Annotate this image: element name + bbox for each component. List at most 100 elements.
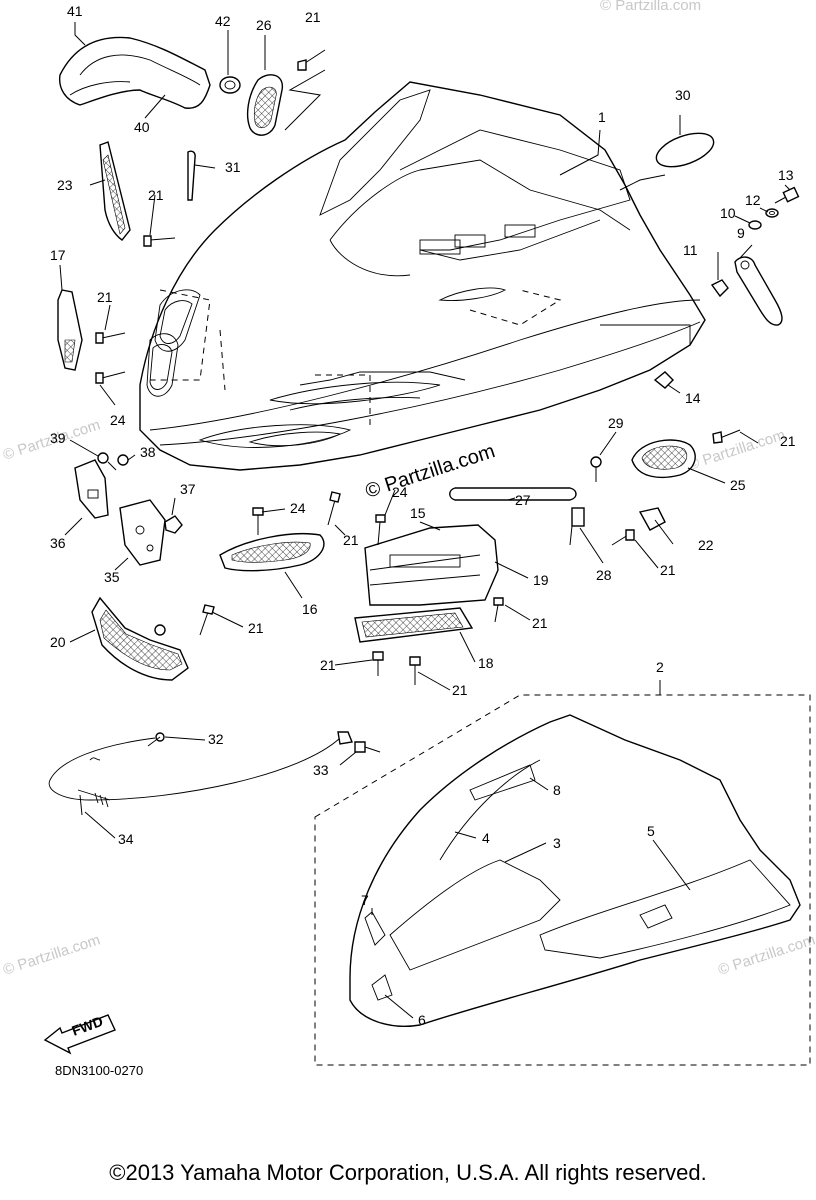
part-29-screw	[590, 456, 602, 482]
part-35-bracket	[119, 499, 166, 566]
rivet-21-h	[712, 429, 741, 444]
callout-21-j: 21	[780, 433, 796, 449]
callout-21-a: 21	[305, 9, 321, 25]
callout-16: 16	[302, 601, 318, 617]
rivet-24-c	[375, 514, 386, 546]
callout-11: 11	[683, 242, 698, 258]
part-12-washer	[765, 208, 779, 218]
part-36-bracket	[74, 459, 109, 519]
callout-13: 13	[778, 167, 794, 183]
callout-19: 19	[533, 572, 549, 588]
callout-4: 4	[482, 830, 490, 846]
callout-14: 14	[685, 390, 701, 406]
rivet-21-b	[95, 332, 126, 344]
callout-9: 9	[737, 225, 745, 241]
callout-18: 18	[478, 655, 494, 671]
callout-21-h: 21	[452, 682, 468, 698]
part-16-grille	[219, 533, 325, 572]
rivet-21-i	[611, 529, 635, 546]
rivet-21-f	[372, 651, 384, 676]
callout-24-c: 24	[392, 484, 408, 500]
part-10-washer	[748, 220, 762, 230]
exploded-parts-diagram: © Partzilla.com © Partzilla.com © Partzi…	[1, 0, 816, 1078]
part-14-nut	[653, 371, 674, 389]
part-31-rod	[187, 150, 196, 201]
callout-25: 25	[730, 477, 746, 493]
part-15-19-duct-box	[364, 524, 499, 606]
part-39-screw	[97, 452, 117, 471]
part-2-outline-box	[314, 694, 811, 1066]
part-38-washer	[117, 454, 129, 466]
part-23-mesh-cover	[99, 141, 131, 241]
callout-21-e: 21	[248, 620, 264, 636]
callout-23: 23	[57, 177, 73, 193]
part-37-nut	[164, 515, 183, 534]
part-26-mesh-cover	[246, 74, 284, 136]
part-27-strip	[449, 487, 577, 501]
callout-6: 6	[418, 1012, 426, 1028]
part-42-grommet	[219, 76, 241, 94]
rivet-24-b	[252, 507, 264, 535]
watermark-right-lower: © Partzilla.com	[716, 931, 816, 978]
callout-21-d: 21	[343, 532, 359, 548]
callout-1: 1	[598, 109, 606, 125]
diagram-code: 8DN3100-0270	[55, 1063, 143, 1078]
callout-33: 33	[313, 762, 329, 778]
callout-21-i: 21	[660, 562, 676, 578]
part-18-mesh-plate	[354, 607, 474, 643]
callout-28: 28	[596, 567, 612, 583]
callout-37: 37	[180, 481, 196, 497]
callout-31: 31	[225, 159, 241, 175]
callout-12: 12	[745, 192, 761, 208]
callout-7: 7	[361, 892, 369, 908]
part-20-grille	[91, 596, 189, 681]
callout-24-b: 24	[290, 500, 306, 516]
rivet-24-a	[95, 371, 126, 384]
callout-27: 27	[515, 492, 531, 508]
callout-17: 17	[50, 247, 66, 263]
copyright-footer: ©2013 Yamaha Motor Corporation, U.S.A. A…	[109, 1160, 707, 1185]
part-9-hinge	[734, 256, 783, 326]
callout-42: 42	[215, 13, 231, 29]
part-32-34-cable	[48, 731, 381, 816]
rivet-fasteners	[95, 49, 741, 685]
fwd-arrow-icon: FWD	[43, 1013, 116, 1055]
callout-35: 35	[104, 569, 120, 585]
watermark-left-lower: © Partzilla.com	[1, 931, 102, 978]
part-30-seal	[655, 132, 715, 168]
callout-38: 38	[140, 444, 156, 460]
rivet-21-e	[493, 597, 504, 623]
callout-26: 26	[256, 17, 272, 33]
part-17-bracket	[57, 289, 83, 371]
callout-15: 15	[410, 505, 426, 521]
callout-10: 10	[720, 205, 736, 221]
rivet-21-a	[143, 235, 176, 247]
callout-numbers: 1 2 3 4 5 6 7 8 9 10 11 12 13 14 15 16 1…	[50, 3, 796, 1028]
callout-21-g: 21	[320, 657, 336, 673]
part-2-hood-liner	[349, 714, 801, 1027]
callout-24-a: 24	[110, 412, 126, 428]
part-25-mesh-cover	[631, 439, 696, 478]
leader-lines	[59, 22, 791, 1019]
callout-2: 2	[656, 659, 664, 675]
callout-3: 3	[553, 835, 561, 851]
callout-21-f: 21	[532, 615, 548, 631]
callout-21-c: 21	[97, 289, 113, 305]
part-11-nut	[710, 279, 729, 298]
callout-21-b: 21	[148, 187, 164, 203]
hood-assembly	[139, 81, 706, 471]
callout-41: 41	[67, 3, 83, 19]
callout-29: 29	[608, 415, 624, 431]
rivet-21-top	[297, 49, 326, 71]
rivet-21-c	[327, 491, 341, 526]
part-22-clip	[638, 507, 666, 531]
callout-20: 20	[50, 634, 66, 650]
callout-32: 32	[208, 731, 224, 747]
part-40-41-duct	[58, 36, 211, 109]
part-28-clip	[569, 507, 585, 546]
rivet-21-d	[199, 604, 215, 636]
rivet-21-g	[409, 656, 421, 685]
callout-39: 39	[50, 430, 66, 446]
callout-36: 36	[50, 535, 66, 551]
